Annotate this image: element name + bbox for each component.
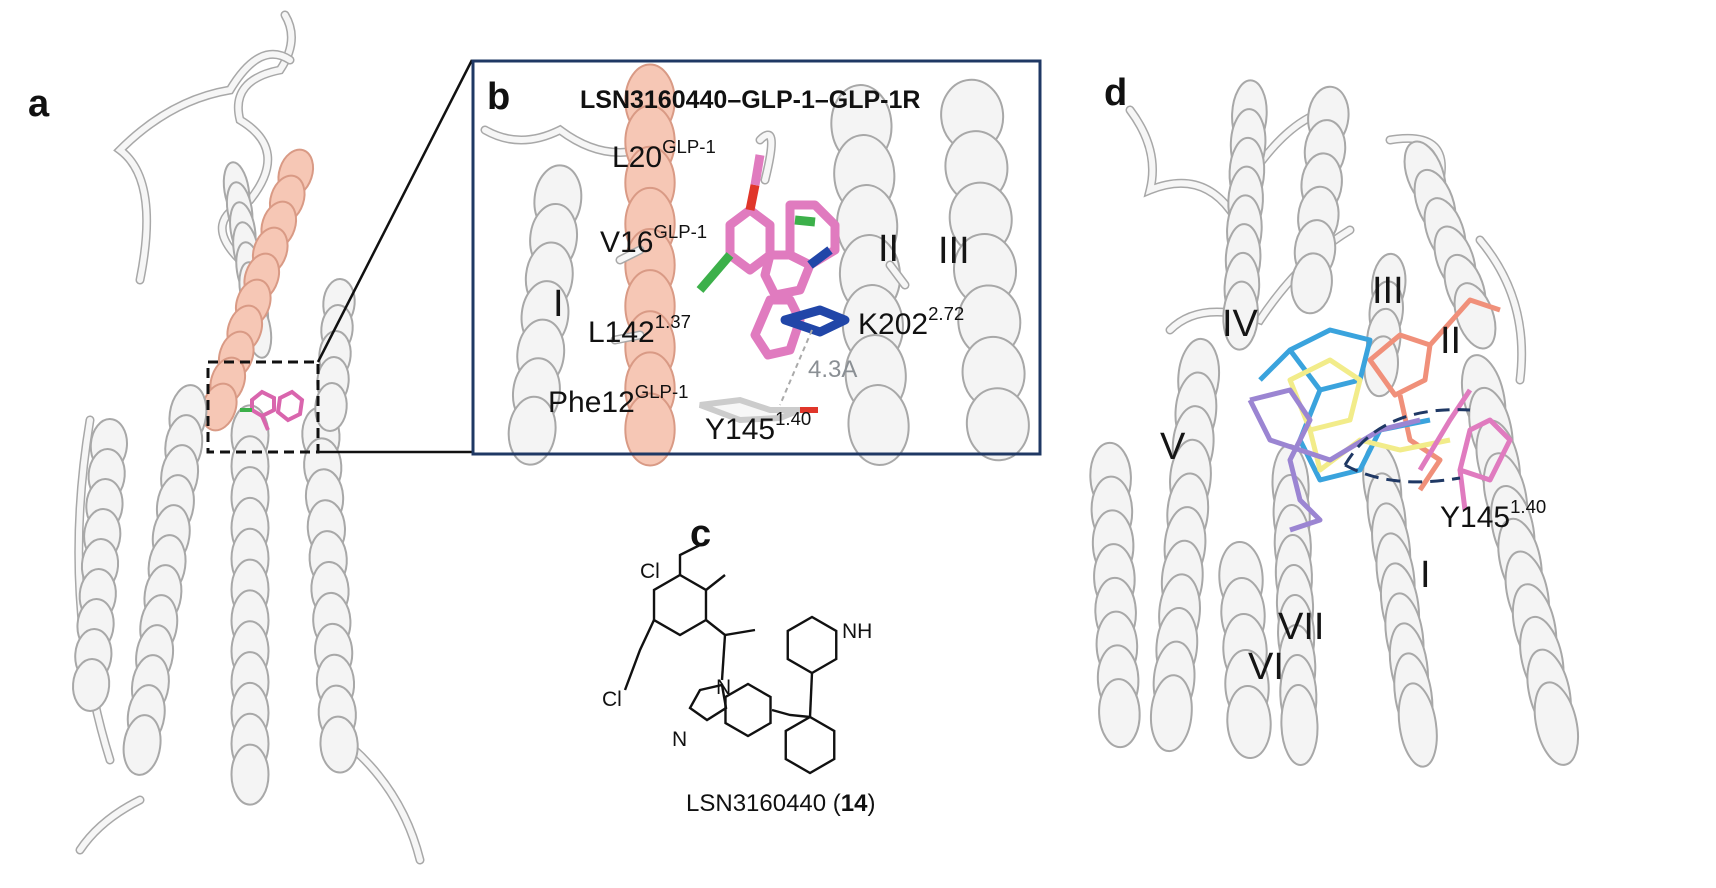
ring	[652, 573, 708, 637]
helix-label-iii: III	[938, 230, 970, 272]
panel-b-frame	[471, 59, 1042, 456]
ring	[784, 715, 836, 775]
panel-label-d: d	[1104, 72, 1128, 114]
helix-turn	[1098, 678, 1141, 749]
residue-label-phe12: Phe12GLP-1	[548, 381, 689, 419]
helix-label-d-v: V	[1160, 426, 1186, 468]
helix-label-d-iii: III	[1372, 270, 1404, 312]
helix-label-d-ii: II	[1440, 320, 1462, 362]
helix-turn	[1222, 280, 1259, 351]
chemical-structure	[623, 543, 838, 775]
atom-cl-1: Cl	[640, 560, 660, 583]
helix-turn	[847, 384, 910, 466]
residue-label-y145: Y1451.40	[705, 408, 812, 446]
atom-n-2: N	[672, 728, 688, 751]
zoom-box-dashed	[206, 360, 320, 454]
helix-label-i: I	[553, 283, 564, 325]
zoom-line-top	[316, 59, 474, 363]
atom-nh: NH	[842, 620, 873, 643]
loop-fill	[482, 126, 775, 183]
receptor-ribbon-b	[480, 63, 1030, 467]
residue-label-l142: L1421.37	[588, 311, 691, 349]
helix-label-d-vi: VI	[1248, 646, 1284, 688]
helix-turn	[1533, 681, 1580, 766]
panel-label-c: c	[690, 513, 712, 555]
residue-label-d-y145: Y1451.40	[1440, 496, 1547, 534]
helix-label-d-vii: VII	[1278, 606, 1325, 648]
ligand-a	[240, 389, 305, 431]
helix-turn	[230, 743, 270, 806]
loop	[1125, 105, 1446, 219]
residue-label-v16: V16GLP-1	[600, 221, 708, 259]
atom-n-1: N	[716, 676, 732, 699]
helix-turn	[319, 715, 359, 774]
receptor-ribbon-a	[72, 10, 425, 865]
tyrosine-sidechain	[698, 396, 818, 424]
helix-label-d-iv: IV	[1222, 303, 1258, 345]
residue-label-l20: L20GLP-1	[612, 136, 716, 174]
helix-label-d-i: I	[1420, 554, 1431, 596]
distance-label: 4.3A	[808, 356, 858, 383]
helix-turn	[122, 714, 162, 776]
helix-turn	[314, 382, 348, 432]
helix-turn	[1397, 682, 1438, 768]
cl-bond-2	[705, 574, 726, 591]
loop-fill	[115, 51, 293, 283]
helix-label-ii: II	[878, 228, 900, 270]
helix-turn	[965, 387, 1030, 462]
ligand-pose	[1417, 388, 1513, 511]
ring	[786, 615, 838, 675]
distance-line	[779, 329, 813, 406]
methoxy	[678, 543, 701, 575]
binding-pocket-dashed	[1343, 408, 1471, 484]
panel-label-a: a	[28, 83, 50, 125]
helix-turn	[72, 658, 111, 712]
helix-turn	[1226, 685, 1272, 759]
receptor-ribbon-d	[1089, 79, 1580, 768]
imidazole	[688, 683, 728, 722]
n-link	[720, 634, 727, 681]
compound-caption: LSN3160440 (14)	[686, 790, 876, 817]
ligand-pose	[1247, 387, 1421, 533]
helix-turn	[507, 395, 557, 466]
panel-b-title: LSN3160440–GLP-1–GLP-1R	[580, 86, 921, 114]
helix-turn	[1149, 674, 1193, 753]
atom-cl-2: Cl	[602, 688, 622, 711]
ring	[724, 682, 772, 738]
panel-label-b: b	[487, 76, 511, 118]
cl-bond	[623, 619, 656, 691]
loop-fill	[612, 247, 908, 343]
helix-turn	[1290, 252, 1333, 315]
loop-fill	[1127, 107, 1445, 216]
pip-bond	[808, 672, 814, 718]
helix-turn	[624, 392, 676, 467]
residue-label-k202: K2022.72	[858, 303, 965, 341]
ligand-b	[696, 154, 850, 360]
ethyl	[705, 619, 756, 637]
biaryl	[771, 708, 811, 719]
helix-turn	[1280, 684, 1319, 766]
